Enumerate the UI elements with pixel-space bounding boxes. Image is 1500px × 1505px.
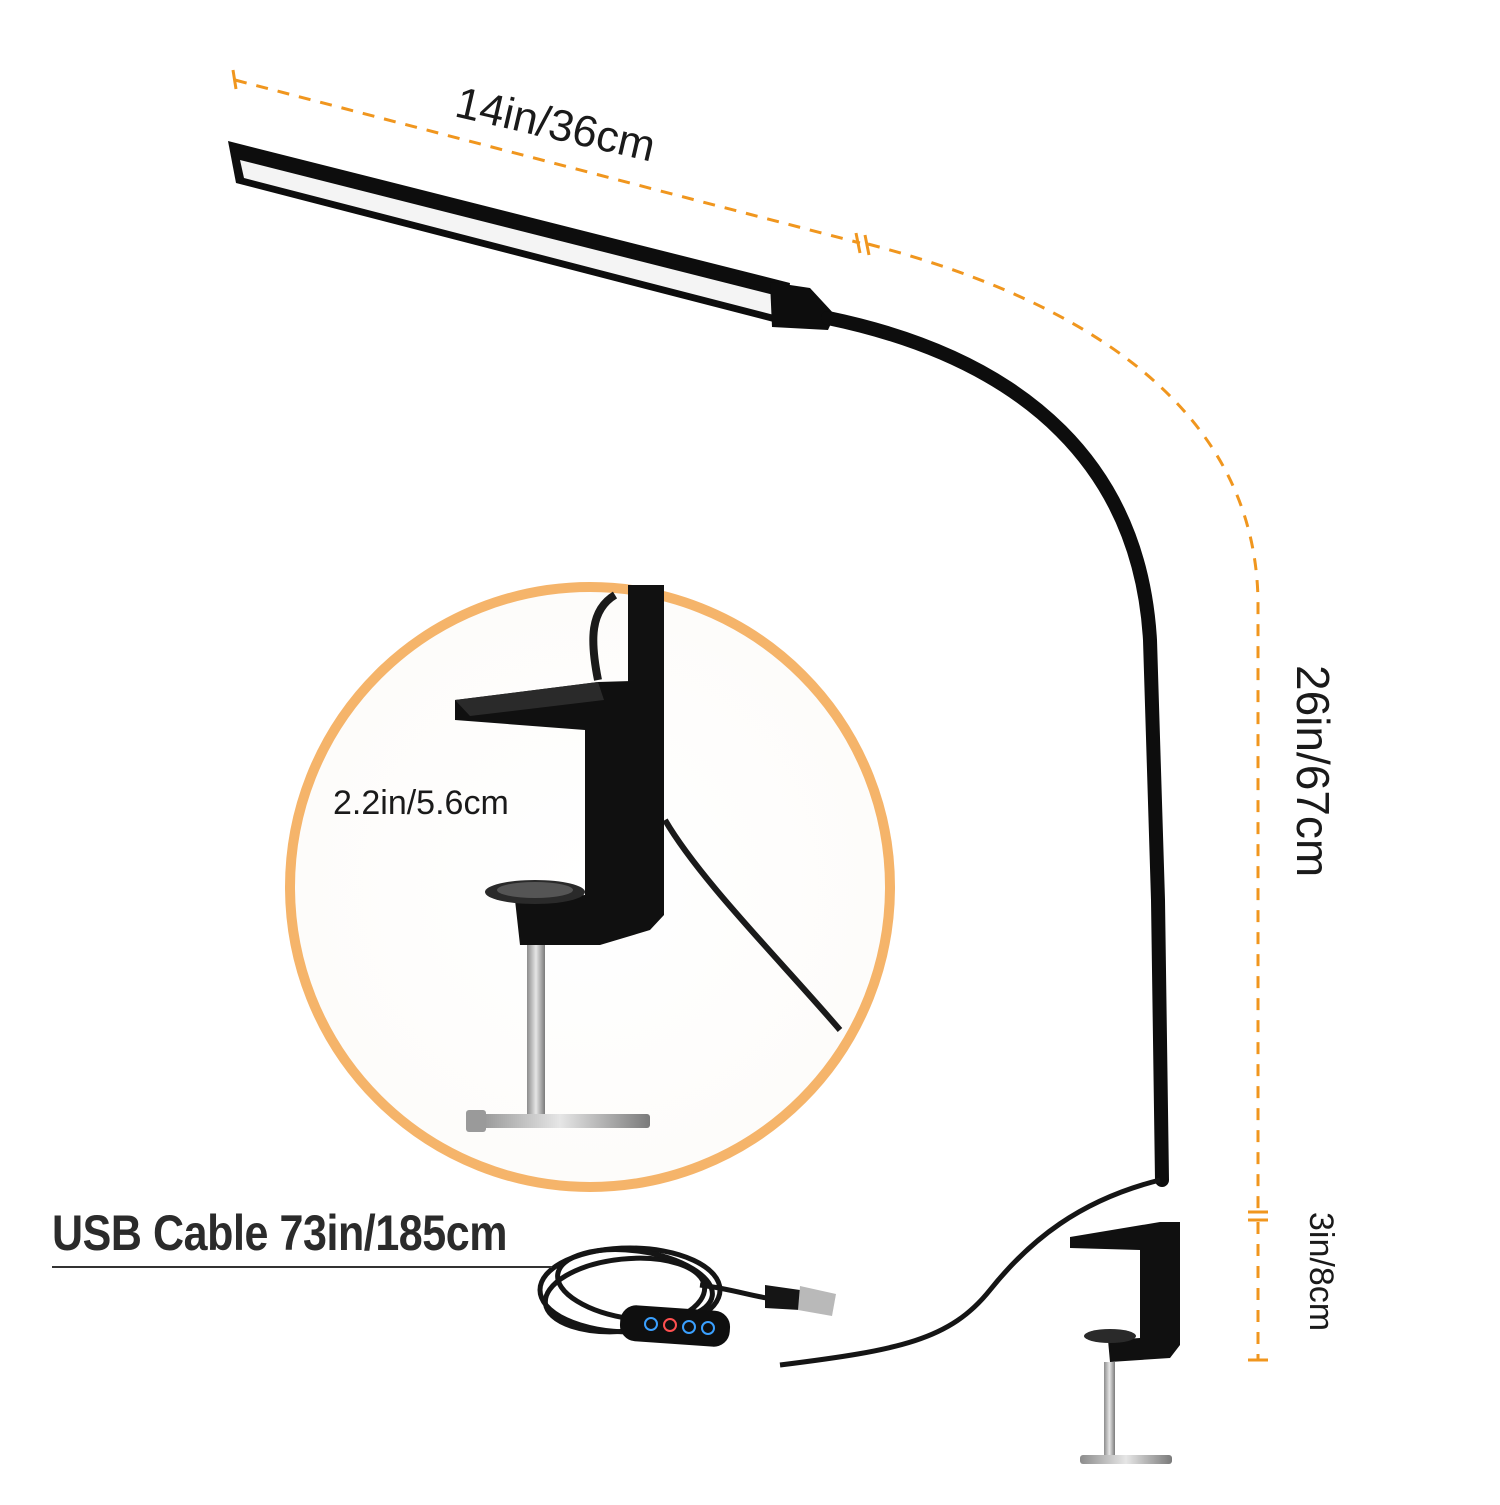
gooseneck-height-label: 26in/67cm [1287, 665, 1339, 878]
dimmer-switch [619, 1305, 731, 1347]
usb-cable-label: USB Cable 73in/185cm [52, 1205, 508, 1261]
head-length-line [234, 78, 861, 245]
gooseneck [821, 311, 1169, 1187]
lamp-head [228, 141, 835, 330]
clamp-height-label: 3in/8cm [1302, 1212, 1340, 1332]
gooseneck-height-line [867, 242, 1260, 1210]
base-clamp [1070, 1222, 1180, 1464]
usb-cable-underline [52, 1266, 552, 1268]
clamp-opening-label: 2.2in/5.6cm [333, 784, 509, 822]
clamp-detail [455, 585, 843, 1132]
usb-plug [765, 1285, 836, 1316]
